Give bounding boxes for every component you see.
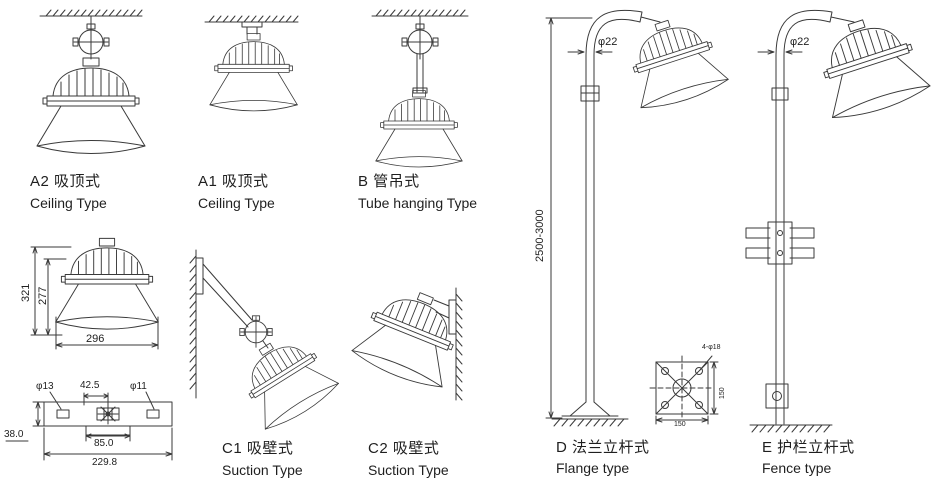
dim-side-height-total: 321 <box>20 283 32 302</box>
label-b-cn: B 管吊式 <box>358 173 420 190</box>
pole-d-drawing <box>545 7 731 427</box>
lamp-b-drawing <box>371 9 469 168</box>
label-a1-cn: A1 吸顶式 <box>198 173 269 190</box>
label-a2-en: Ceiling Type <box>30 195 107 211</box>
label-a1-en: Ceiling Type <box>198 195 275 211</box>
dim-plate-total-width: 229.8 <box>92 457 118 468</box>
dim-plate-hole-right: φ11 <box>130 381 147 392</box>
label-a2-cn: A2 吸顶式 <box>30 173 101 190</box>
dim-plate-depth: 38.0 <box>4 429 24 440</box>
dim-flange-holes: 4-φ18 <box>702 344 721 351</box>
flange-detail-drawing <box>649 355 719 425</box>
dim-pole-e-diameter: φ22 <box>790 36 810 48</box>
dim-flange-width: 150 <box>674 421 686 428</box>
dim-plate-center-span: 85.0 <box>94 438 114 449</box>
dim-plate-top-span: 42.5 <box>80 380 100 391</box>
label-e-cn: E 护栏立杆式 <box>762 439 855 456</box>
pole-e-drawing <box>745 5 933 433</box>
label-c1-cn: C1 吸壁式 <box>222 440 294 457</box>
label-c1-en: Suction Type <box>222 462 303 478</box>
label-b-en: Tube hanging Type <box>358 195 478 211</box>
lamp-a1-drawing <box>204 15 299 112</box>
base-plate-top-view <box>5 391 173 461</box>
dim-flange-height: 150 <box>719 387 726 399</box>
lamp-c1-drawing <box>189 249 343 435</box>
lamp-a2-drawing <box>36 9 146 154</box>
dim-side-width: 296 <box>86 333 105 345</box>
label-c2-cn: C2 吸壁式 <box>368 440 440 457</box>
lamp-side-view-dimensioned <box>30 237 159 350</box>
dim-plate-hole-left: φ13 <box>36 381 54 392</box>
label-d-cn: D 法兰立杆式 <box>556 439 650 456</box>
dim-pole-d-height: 2500-3000 <box>534 209 546 262</box>
label-d-en: Flange type <box>556 460 630 476</box>
dim-pole-d-diameter: φ22 <box>598 36 618 48</box>
label-e-en: Fence type <box>762 460 832 476</box>
dim-side-height-body: 277 <box>37 286 49 305</box>
lamp-c2-drawing <box>348 276 473 401</box>
label-c2-en: Suction Type <box>368 462 449 478</box>
